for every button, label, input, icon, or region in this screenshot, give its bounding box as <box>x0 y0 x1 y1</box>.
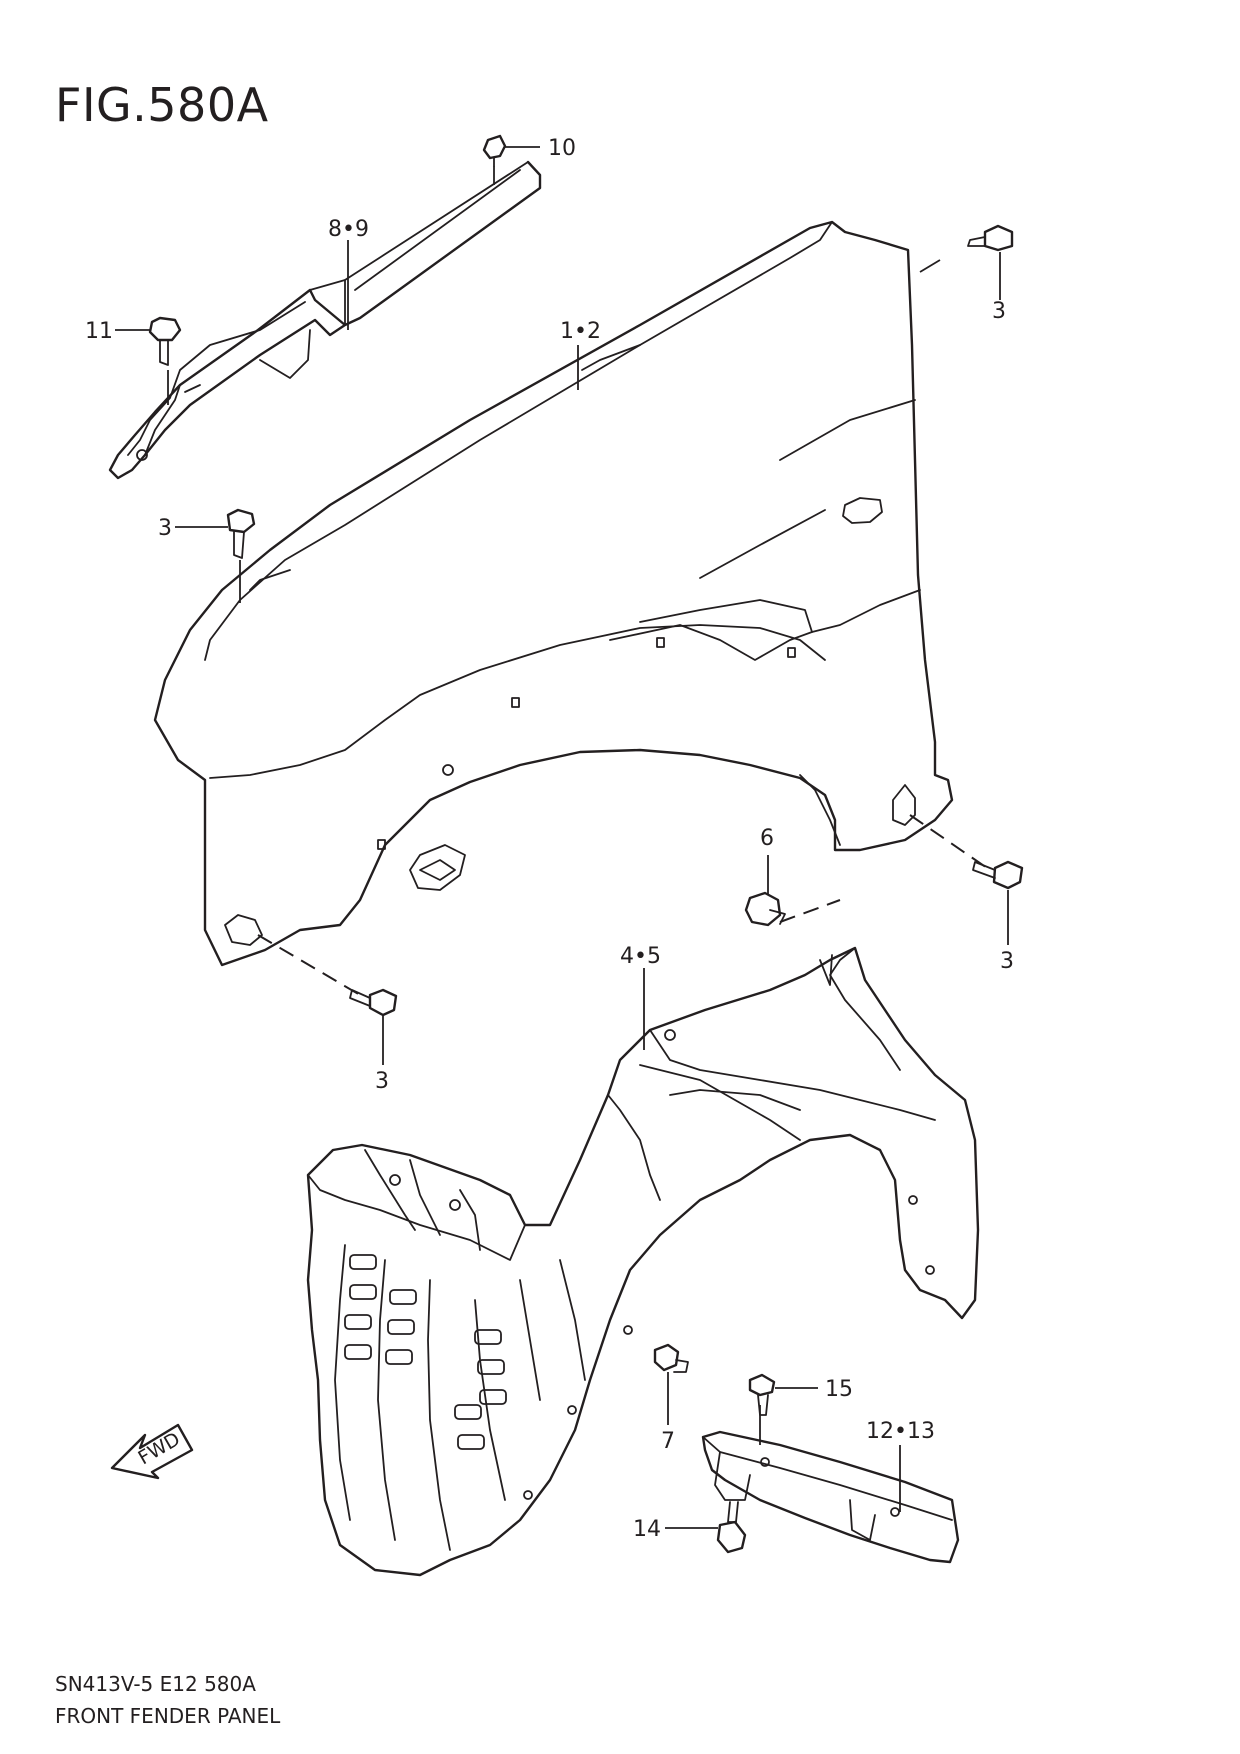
callout-4-5: 4•5 <box>620 944 661 969</box>
callout-12-13: 12•13 <box>866 1419 935 1444</box>
callout-8-9: 8•9 <box>328 217 369 242</box>
screw-15 <box>748 1373 776 1416</box>
callout-15: 15 <box>825 1377 853 1402</box>
bolt-3-top-right <box>967 224 1014 252</box>
callout-3-left: 3 <box>158 516 172 541</box>
callout-7: 7 <box>661 1429 675 1454</box>
bolt-3-left <box>226 508 256 559</box>
callout-3-top-right: 3 <box>992 299 1006 324</box>
callout-11: 11 <box>85 319 113 344</box>
callout-3-bottom: 3 <box>375 1069 389 1094</box>
figure-code: SN413V-5 E12 580A <box>55 1672 256 1696</box>
front-fender-panel <box>153 220 954 967</box>
callout-6: 6 <box>760 826 774 851</box>
callout-10: 10 <box>548 136 576 161</box>
figure-name: FRONT FENDER PANEL <box>55 1704 281 1728</box>
clip-7 <box>653 1343 689 1373</box>
lower-bracket <box>701 1430 960 1564</box>
clip-6 <box>744 891 786 927</box>
figure-title: FIG.580A <box>55 78 269 132</box>
clip-14 <box>716 1501 747 1554</box>
fwd-arrow-icon: FWD <box>110 1423 194 1480</box>
bolt-10 <box>482 134 507 167</box>
bolt-3-right <box>972 860 1024 890</box>
callout-3-right: 3 <box>1000 949 1014 974</box>
fender-side-bracket <box>108 160 542 480</box>
leader-lines <box>115 146 1009 1529</box>
bolt-11 <box>148 316 182 366</box>
callout-labels: 10 8•9 11 1•2 3 3 6 3 4•5 3 15 12•13 7 1… <box>85 136 1014 1542</box>
fender-liner <box>306 946 980 1577</box>
callout-1-2: 1•2 <box>560 319 601 344</box>
bolt-3-bottom <box>349 988 398 1017</box>
callout-14: 14 <box>633 1517 661 1542</box>
